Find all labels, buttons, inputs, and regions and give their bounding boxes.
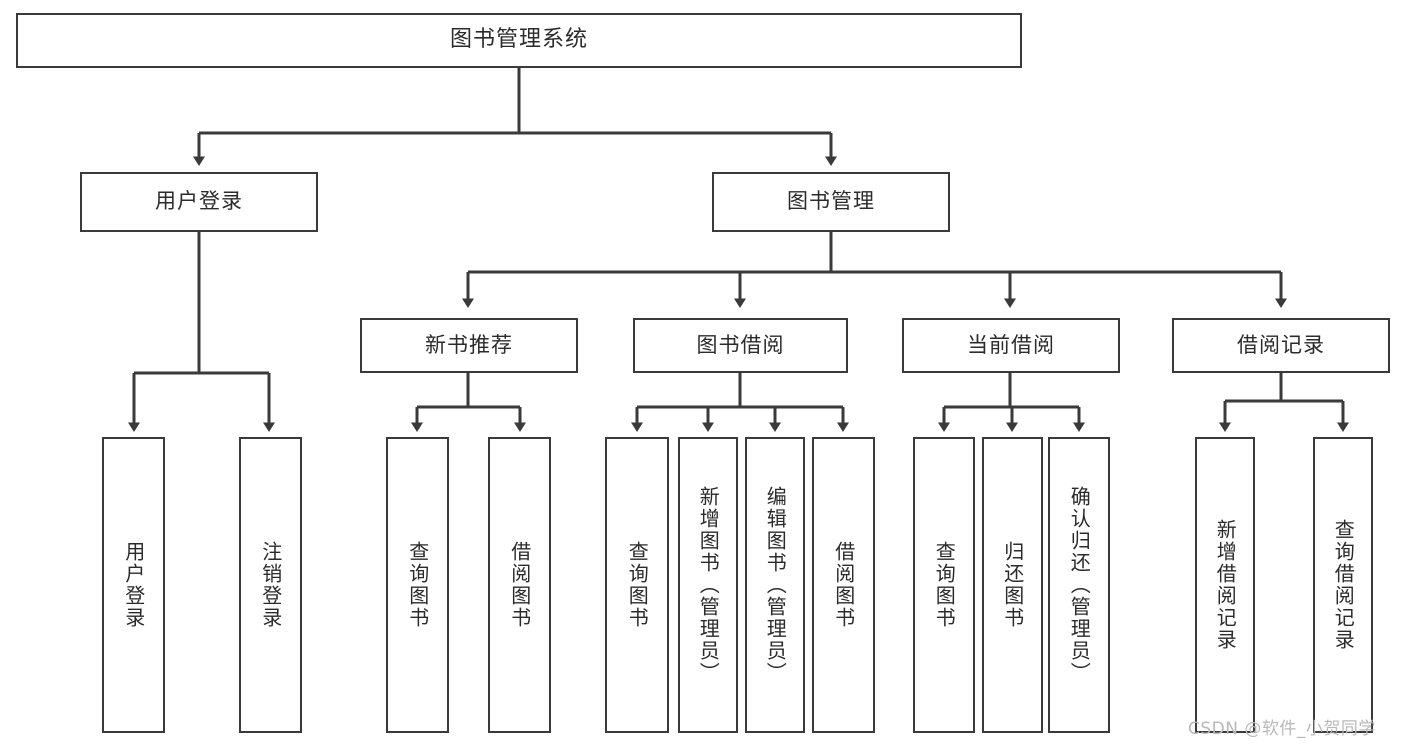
node-new-book-recommend[interactable]: 新书推荐: [360, 318, 578, 373]
leaf-label: 借阅图书: [831, 541, 856, 629]
leaf-label: 用户登录: [121, 541, 146, 629]
node-new-book-recommend-label: 新书推荐: [425, 332, 513, 357]
leaf-borrow-query[interactable]: 查询图书: [605, 437, 669, 733]
leaf-borrow-add-book[interactable]: 新增图书（管理员）: [678, 437, 738, 733]
leaf-label: 确认归还（管理员）: [1067, 486, 1092, 684]
csdn-watermark: CSDN @软件_小贺同学: [1188, 719, 1376, 739]
node-book-borrow[interactable]: 图书借阅: [633, 318, 848, 373]
node-book-borrow-label: 图书借阅: [696, 332, 785, 357]
node-current-borrow-label: 当前借阅: [967, 332, 1055, 357]
leaf-label: 查询借阅记录: [1331, 519, 1356, 651]
leaf-label: 查询图书: [625, 541, 650, 629]
leaf-label: 编辑图书（管理员）: [763, 486, 788, 684]
node-root-label: 图书管理系统: [449, 27, 588, 53]
node-borrow-records-label: 借阅记录: [1237, 332, 1325, 357]
leaf-user-login-signout[interactable]: 注销登录: [239, 437, 302, 733]
leaf-current-confirm-return[interactable]: 确认归还（管理员）: [1048, 437, 1110, 733]
leaf-user-login-signin[interactable]: 用户登录: [102, 437, 165, 733]
leaf-borrow-borrow-book[interactable]: 借阅图书: [812, 437, 875, 733]
leaf-label: 查询图书: [932, 541, 957, 629]
node-user-login-label: 用户登录: [155, 189, 243, 214]
leaf-label: 借阅图书: [507, 541, 532, 629]
leaf-label: 新增图书（管理员）: [696, 486, 721, 684]
leaf-label: 归还图书: [1000, 541, 1025, 629]
node-book-management[interactable]: 图书管理: [712, 172, 950, 232]
node-book-management-label: 图书管理: [787, 189, 875, 214]
leaf-current-query[interactable]: 查询图书: [913, 437, 975, 733]
leaf-new-book-query[interactable]: 查询图书: [386, 437, 449, 733]
leaf-label: 新增借阅记录: [1213, 519, 1238, 651]
leaf-new-book-borrow[interactable]: 借阅图书: [488, 437, 551, 733]
leaf-current-return[interactable]: 归还图书: [982, 437, 1043, 733]
leaf-label: 注销登录: [258, 541, 283, 629]
leaf-records-add[interactable]: 新增借阅记录: [1195, 437, 1255, 733]
node-current-borrow[interactable]: 当前借阅: [902, 318, 1120, 373]
node-root[interactable]: 图书管理系统: [16, 13, 1022, 68]
leaf-label: 查询图书: [405, 541, 430, 629]
node-borrow-records[interactable]: 借阅记录: [1172, 318, 1390, 373]
node-user-login[interactable]: 用户登录: [80, 172, 318, 232]
leaf-borrow-edit-book[interactable]: 编辑图书（管理员）: [745, 437, 805, 733]
leaf-records-query[interactable]: 查询借阅记录: [1313, 437, 1373, 733]
